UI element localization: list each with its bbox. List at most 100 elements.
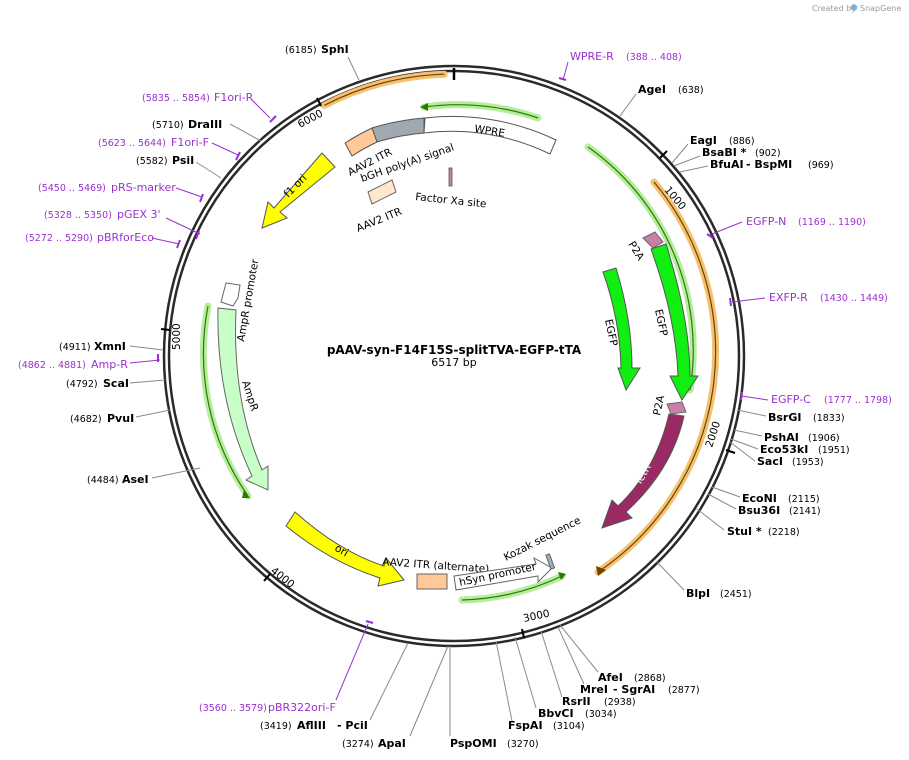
enzyme-afei[interactable]: AfeI (2868)	[559, 624, 666, 684]
primer-amp-r[interactable]: (4862 .. 4881) Amp-R	[18, 354, 161, 371]
primer-egfp-n[interactable]: EGFP-N (1169 .. 1190)	[706, 215, 866, 239]
enzyme-xmni-pos: (4911)	[59, 342, 91, 353]
enzyme-xmni[interactable]: (4911) XmnI	[59, 340, 164, 353]
enzyme-rsrii[interactable]: RsrII (2938)	[540, 630, 636, 708]
primer-pgex3[interactable]: (5328 .. 5350) pGEX 3'	[44, 208, 201, 240]
primer-pbrforeco[interactable]: (5272 .. 5290) pBRforEco	[25, 231, 181, 249]
primer-pbr322ori-f-line	[335, 623, 369, 701]
enzyme-psii[interactable]: (5582) PsiI	[136, 154, 222, 179]
primer-egfp-c[interactable]: EGFP-C (1777 .. 1798)	[740, 391, 892, 406]
enzyme-mrei[interactable]: MreI - SgrAI (2877)	[557, 626, 700, 696]
enzyme-agei-line	[619, 93, 637, 117]
enzyme-afliii-line	[369, 642, 409, 721]
wpre-feature[interactable]	[423, 115, 557, 155]
enzyme-sphi[interactable]: (6185) SphI	[285, 43, 360, 81]
enzyme-pspomi[interactable]: PspOMI (3270)	[449, 646, 539, 750]
primer-egfp-n-name: EGFP-N	[746, 215, 786, 228]
primer-prs-marker[interactable]: (5450 .. 5469) pRS-marker	[38, 181, 204, 203]
primer-egfp-c-line	[741, 395, 769, 401]
enzyme-sites: (6185) SphI AgeI (638) EagI (886) BsaBI …	[59, 43, 850, 750]
kozak-label: Kozak sequence	[502, 515, 583, 564]
enzyme-fspai[interactable]: FspAI (3104)	[495, 640, 585, 732]
primer-f1ori-f-pos: (5623 .. 5644)	[98, 138, 166, 149]
enzyme-bsabi-line	[673, 155, 701, 167]
primer-wpre-r-line	[562, 61, 569, 81]
f1-ori-feature[interactable]	[261, 152, 336, 229]
enzyme-pshai-line	[733, 429, 763, 437]
enzyme-saci[interactable]: SacI (1953)	[729, 441, 824, 468]
enzyme-eagi-name: EagI	[690, 134, 717, 147]
plasmid-title: pAAV-syn-F14F15S-splitTVA-EGFP-tTA 6517 …	[327, 343, 582, 369]
enzyme-asei-line	[151, 467, 201, 479]
egfp-inner-label: EGFP	[602, 318, 619, 347]
enzyme-scai[interactable]: (4792) ScaI	[66, 377, 166, 390]
egfp-inner-feature[interactable]	[602, 267, 641, 392]
tick-5000-label: 5000	[171, 323, 183, 350]
enzyme-econi[interactable]: EcoNI (2115)	[711, 486, 820, 505]
primer-exfp-r-pos: (1430 .. 1449)	[820, 293, 888, 304]
enzyme-draiii[interactable]: (5710) DraIII	[152, 118, 262, 142]
enzyme-blpi[interactable]: BlpI (2451)	[656, 561, 752, 600]
ampr-promoter-feature[interactable]	[220, 282, 241, 307]
ampr-feature[interactable]	[217, 307, 269, 491]
enzyme-bsrgi[interactable]: BsrGI (1833)	[736, 409, 845, 424]
primer-wpre-r-name: WPRE-R	[570, 50, 614, 63]
tick-4000-mark	[263, 573, 271, 582]
enzyme-bbvci-pos: (3034)	[585, 709, 617, 720]
enzyme-bfuai[interactable]: BfuAI - BspMI (969)	[679, 158, 834, 173]
enzyme-eco53ki-line	[730, 438, 759, 450]
enzyme-pshai[interactable]: PshAI (1906)	[733, 429, 840, 444]
primer-exfp-r-mark	[729, 297, 732, 307]
primer-prs-marker-name: pRS-marker	[111, 181, 176, 194]
factor-xa-feature[interactable]	[448, 167, 453, 187]
enzyme-bsrgi-name: BsrGI	[768, 411, 801, 424]
enzyme-bsu36i[interactable]: Bsu36I (2141)	[707, 493, 821, 517]
enzyme-afliii[interactable]: (3419) AflIII - PciI	[260, 642, 409, 732]
primer-pbr322ori-f-mark	[365, 620, 374, 624]
green-band-right-line	[587, 146, 694, 391]
green-band-top-arrowhead	[420, 103, 428, 111]
p2a-bottom-feature[interactable]	[666, 401, 687, 415]
primer-f1ori-r[interactable]: (5835 .. 5854) F1ori-R	[142, 91, 277, 123]
orange-band-top-line	[324, 73, 445, 106]
primer-amp-r-name: Amp-R	[91, 358, 128, 371]
primer-f1ori-f[interactable]: (5623 .. 5644) F1ori-F	[98, 136, 241, 161]
snapgene-logo-icon	[850, 4, 858, 11]
primer-egfp-c-pos: (1777 .. 1798)	[824, 395, 892, 406]
aav2-itr-top-feature[interactable]	[344, 127, 378, 157]
enzyme-afei-line	[559, 624, 599, 673]
green-band-top	[420, 101, 542, 122]
tetr-feature[interactable]	[601, 413, 685, 529]
enzyme-pvui[interactable]: (4682) PvuI	[70, 409, 171, 425]
primer-pbr322ori-f-pos: (3560 .. 3579)	[199, 703, 267, 714]
enzyme-apai[interactable]: (3274) ApaI	[342, 645, 449, 750]
kozak-feature[interactable]	[545, 553, 556, 570]
enzyme-eco53ki[interactable]: Eco53kI (1951)	[730, 438, 850, 456]
enzyme-draiii-line	[229, 123, 262, 142]
enzyme-mrei-pos: (2877)	[668, 685, 700, 696]
aav2-itr-alt-feature[interactable]	[416, 573, 448, 590]
primer-pbr322ori-f[interactable]: (3560 .. 3579) pBR322ori-F	[199, 620, 374, 714]
enzyme-eagi[interactable]: EagI (886)	[671, 134, 755, 164]
tick-5000-mark	[160, 328, 171, 331]
primer-exfp-r[interactable]: EXFP-R (1430 .. 1449)	[729, 291, 888, 307]
enzyme-stui[interactable]: StuI * (2218)	[696, 508, 800, 538]
enzyme-pspomi-pos: (3270)	[507, 739, 539, 750]
p2a-top-feature[interactable]	[642, 231, 664, 249]
enzyme-asei[interactable]: (4484) AseI	[87, 467, 201, 486]
egfp-outer-feature[interactable]	[650, 243, 699, 401]
enzyme-fspai-line	[495, 640, 513, 722]
enzyme-bsabi[interactable]: BsaBI * (902)	[673, 146, 781, 167]
hsyn-promoter-feature[interactable]	[453, 556, 553, 591]
primer-pgex3-pos: (5328 .. 5350)	[44, 210, 112, 221]
aav2-itr-inner-feature[interactable]	[367, 179, 397, 205]
enzyme-saci-name: SacI	[757, 455, 783, 468]
enzyme-bbvci[interactable]: BbvCI (3034)	[514, 636, 617, 720]
enzyme-rsrii-line	[540, 630, 563, 698]
enzyme-econi-line	[711, 486, 741, 498]
primer-wpre-r[interactable]: WPRE-R (388 .. 408)	[558, 50, 682, 81]
ori-feature[interactable]	[285, 511, 405, 587]
bgh-polya-feature[interactable]	[371, 117, 425, 143]
green-band-top-line	[423, 104, 539, 119]
enzyme-agei[interactable]: AgeI (638)	[619, 83, 704, 117]
